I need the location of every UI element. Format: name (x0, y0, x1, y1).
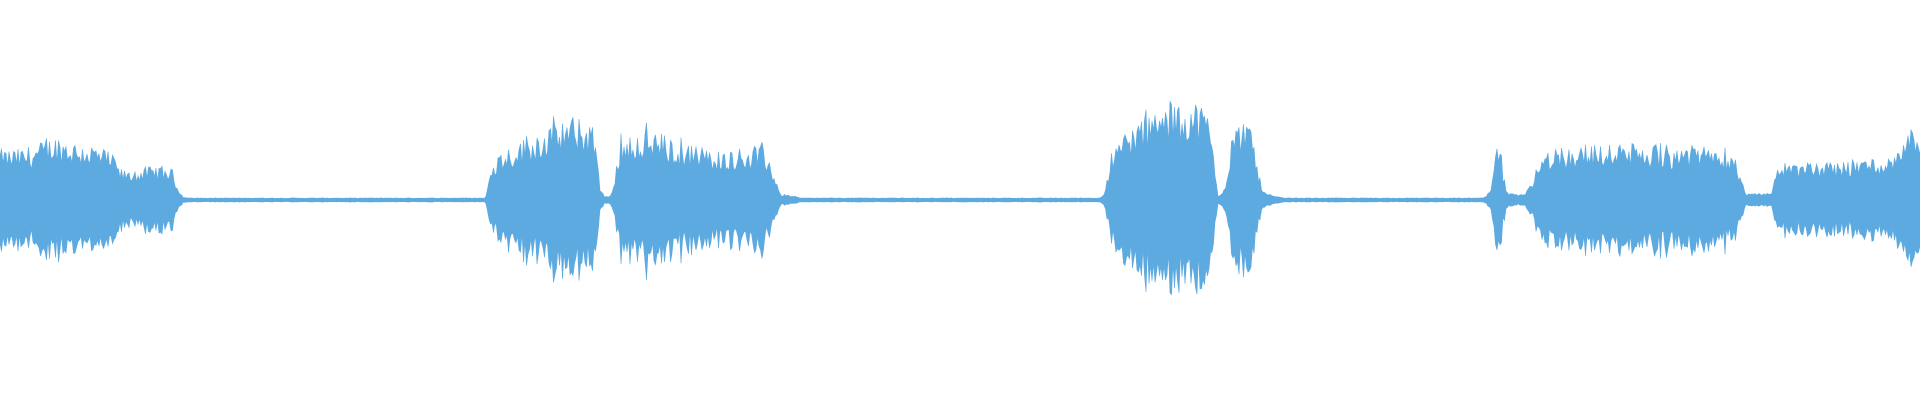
waveform-bottom-half (0, 200, 1920, 296)
waveform-top-half (0, 100, 1920, 200)
